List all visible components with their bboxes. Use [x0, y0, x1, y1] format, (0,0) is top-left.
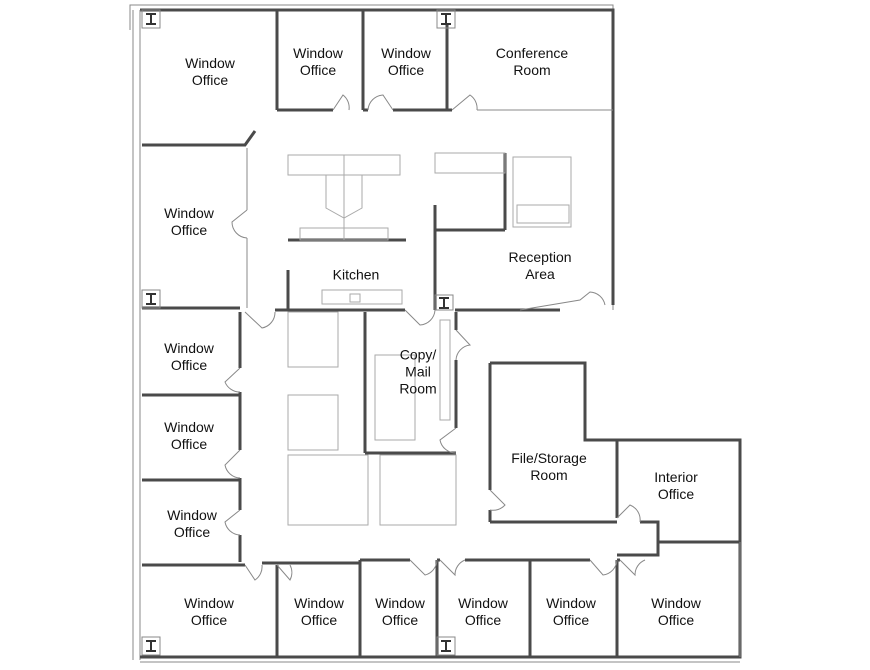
room-label-line: Office [170, 357, 208, 373]
room-label-line: Office [657, 612, 695, 628]
room-label-line: Room [513, 62, 551, 78]
room-label-line: Office [552, 612, 590, 628]
room-label-line: Office [464, 612, 502, 628]
room-label-line: Window [167, 507, 217, 523]
room-label-line: Window [651, 595, 701, 611]
room-label-line: Office [170, 436, 208, 452]
room-label-line: Reception [508, 249, 572, 265]
exterior-walls [129, 4, 742, 663]
room-label-line: Window [164, 419, 214, 435]
room-label-line: Window [458, 595, 508, 611]
room-label-line: File/Storage [511, 450, 587, 466]
room-label-line: Window [184, 595, 234, 611]
room-label-line: Room [530, 467, 568, 483]
room-label-line: Window [375, 595, 425, 611]
room-label-line: Office [381, 612, 419, 628]
room-label-line: Office [173, 524, 211, 540]
room-label-line: Window [164, 205, 214, 221]
room-label-line: Window [164, 340, 214, 356]
room-label-line: Office [387, 62, 425, 78]
furniture [287, 152, 572, 526]
room-label-line: Window [294, 595, 344, 611]
room-label-line: Room [399, 380, 437, 397]
room-label-line: Window [546, 595, 596, 611]
room-label-line: Office [299, 62, 337, 78]
room-label-kitchen: Kitchen [333, 267, 380, 284]
room-label-line: Office [190, 612, 228, 628]
room-label-line: Office [191, 72, 229, 88]
interior-walls [142, 10, 741, 657]
room-label-line: Window [381, 45, 431, 61]
room-label-line: Office [170, 222, 208, 238]
room-label-line: Mail [405, 363, 431, 380]
room-label-line: Window [293, 45, 343, 61]
room-label-line: Conference [495, 45, 569, 61]
room-label-line: Copy/ [399, 346, 437, 363]
room-label-line: Kitchen [332, 266, 380, 283]
room-label-line: Area [525, 266, 555, 282]
room-label-line: Office [300, 612, 338, 628]
room-label-line: Window [185, 55, 235, 71]
structural-columns [141, 9, 456, 656]
door-swings [224, 94, 646, 581]
room-label-line: Office [657, 486, 695, 502]
room-label-line: Interior [654, 469, 698, 485]
